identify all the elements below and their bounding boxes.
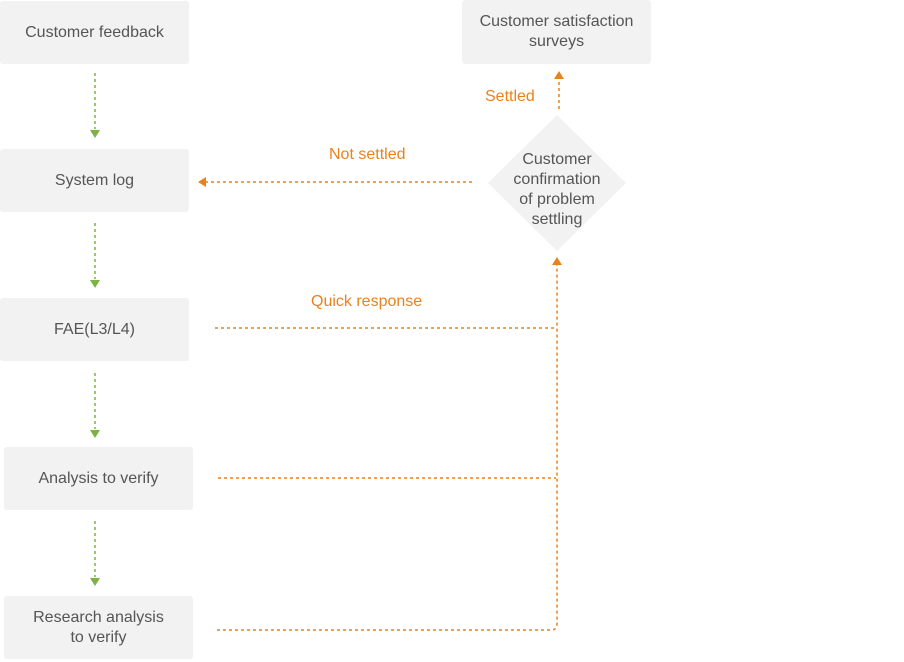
- node-system-log: System log: [0, 149, 189, 212]
- node-customer-feedback: Customer feedback: [0, 1, 189, 64]
- node-research-label-line2: to verify: [70, 628, 127, 646]
- node-satisfaction-label-line1: Customer satisfaction: [479, 13, 634, 30]
- node-system-log-label: System log: [54, 171, 135, 189]
- arrowhead-to-fae: [90, 280, 100, 288]
- decision-label-line3: of problem: [519, 191, 595, 208]
- feedback-lines: [206, 80, 560, 631]
- decision-label-line1: Customer: [522, 151, 592, 168]
- edge-label-settled: Settled: [485, 88, 535, 105]
- node-analysis-to-verify: Analysis to verify: [4, 447, 193, 510]
- arrowhead-to-decision: [552, 257, 562, 265]
- arrowhead-to-analysis: [90, 430, 100, 438]
- node-analysis-label: Analysis to verify: [38, 469, 159, 487]
- arrowhead-to-system-log-from-decision: [198, 177, 206, 187]
- node-customer-satisfaction: Customer satisfaction surveys: [462, 0, 651, 64]
- decision-label-line2: confirmation: [513, 171, 601, 188]
- node-satisfaction-label: Customer satisfaction surveys: [480, 12, 634, 52]
- decision-diamond: [488, 115, 626, 251]
- edge-label-not-settled: Not settled: [329, 146, 406, 163]
- node-customer-feedback-label: Customer feedback: [25, 23, 164, 41]
- node-research-analysis: Research analysis to verify: [4, 596, 193, 659]
- node-fae: FAE(L3/L4): [0, 298, 189, 361]
- arrowhead-to-system-log: [90, 130, 100, 138]
- decision-label-line4: settling: [531, 211, 583, 228]
- arrowhead-to-satisfaction: [554, 71, 564, 79]
- node-satisfaction-label-line2: surveys: [528, 33, 585, 50]
- node-research-label-line1: Research analysis: [33, 608, 164, 626]
- decision-label: Customer confirmation of problem settlin…: [497, 150, 617, 230]
- node-research-label: Research analysis to verify: [33, 608, 164, 648]
- node-fae-label: FAE(L3/L4): [54, 320, 135, 338]
- arrowhead-to-research: [90, 578, 100, 586]
- edge-label-quick-response: Quick response: [311, 293, 423, 310]
